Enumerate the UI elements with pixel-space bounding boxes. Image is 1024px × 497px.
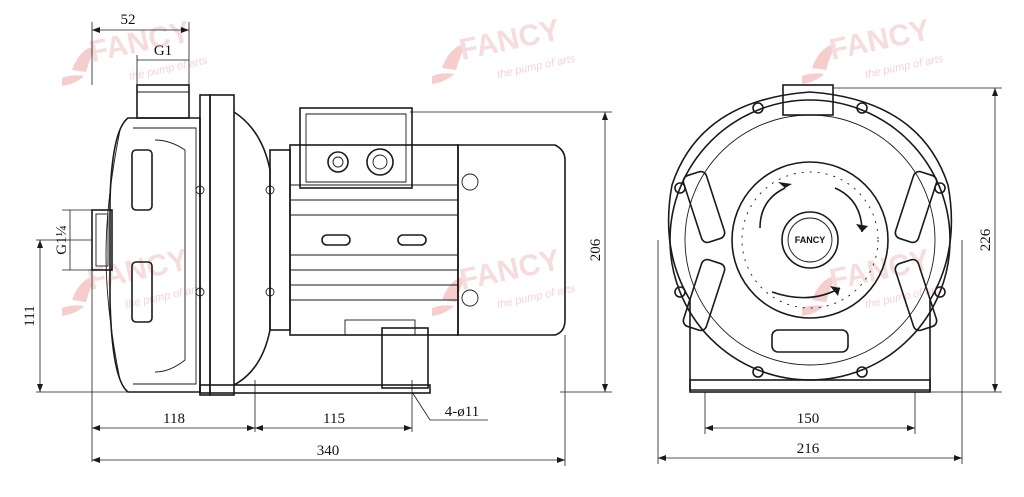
dimension-lines — [36, 22, 1002, 466]
dim-top-flange-offset: 52 — [121, 12, 136, 28]
dim-mount-holes: 4-ø11 — [445, 404, 479, 420]
rotation-arrow-icon — [759, 187, 786, 229]
front-base — [689, 379, 931, 393]
motor-endshield — [269, 149, 291, 331]
watermark-5: FANCY the pump of arts — [432, 243, 577, 316]
dim-side-height: 206 — [588, 238, 604, 261]
dim-outlet-thread: G1 — [154, 43, 172, 59]
cable-gland — [327, 151, 349, 173]
housing-slot — [894, 258, 938, 332]
motor-cooling-fins — [290, 184, 458, 301]
fancy-leaf-icon — [62, 46, 96, 86]
center-hub — [781, 211, 839, 269]
outlet-pipe — [136, 84, 190, 119]
cable-gland — [366, 148, 394, 176]
dim-inlet-thread: G1¼ — [54, 225, 70, 255]
dim-front-height: 226 — [978, 228, 994, 251]
fancy-leaf-icon — [802, 44, 836, 84]
dim-inlet-height: 111 — [22, 305, 38, 326]
fan-cover — [457, 144, 566, 336]
motor-nameplate-slot — [321, 234, 351, 246]
housing-bolt — [752, 366, 764, 378]
housing-bolt — [674, 182, 686, 194]
dim-front-base-span: 150 — [797, 411, 820, 427]
housing-slot — [894, 170, 938, 244]
watermark-2: FANCY the pump of arts — [432, 13, 577, 84]
center-logo-text: FANCY — [795, 235, 826, 245]
pump-flange — [199, 94, 211, 396]
housing-bolt — [856, 102, 868, 114]
casing-rib — [131, 261, 153, 323]
housing-bolt — [856, 366, 868, 378]
dim-base-span: 115 — [323, 411, 345, 427]
dimension-labels: 52 G1 G1¼ 111 118 115 4-ø11 340 206 150 … — [22, 12, 994, 459]
pump-casing — [109, 117, 201, 393]
watermark-4: FANCY the pump of arts — [62, 243, 205, 316]
housing-slot — [682, 258, 726, 332]
fancy-leaf-icon — [432, 44, 466, 84]
housing-bolt — [934, 286, 946, 298]
watermark-3: FANCY the pump of arts — [802, 13, 945, 84]
pump-front-housing — [667, 91, 953, 391]
motor-foot — [381, 327, 429, 389]
motor-nameplate-slot — [397, 234, 427, 246]
dim-base-front: 118 — [163, 411, 185, 427]
housing-bolt — [934, 182, 946, 194]
impeller-cover — [731, 161, 889, 319]
front-view: FANCY — [667, 84, 953, 393]
fancy-leaf-icon — [62, 276, 96, 316]
housing-slot — [682, 170, 726, 244]
terminal-box — [299, 107, 413, 189]
dim-total-length: 340 — [317, 443, 340, 459]
dim-front-width: 216 — [797, 441, 820, 457]
pump-bracket — [209, 94, 235, 396]
housing-slot — [771, 329, 849, 353]
housing-bolt — [752, 102, 764, 114]
casing-rib — [131, 149, 153, 211]
base-plate — [199, 384, 431, 394]
housing-bolt — [674, 286, 686, 298]
side-view — [91, 84, 566, 396]
